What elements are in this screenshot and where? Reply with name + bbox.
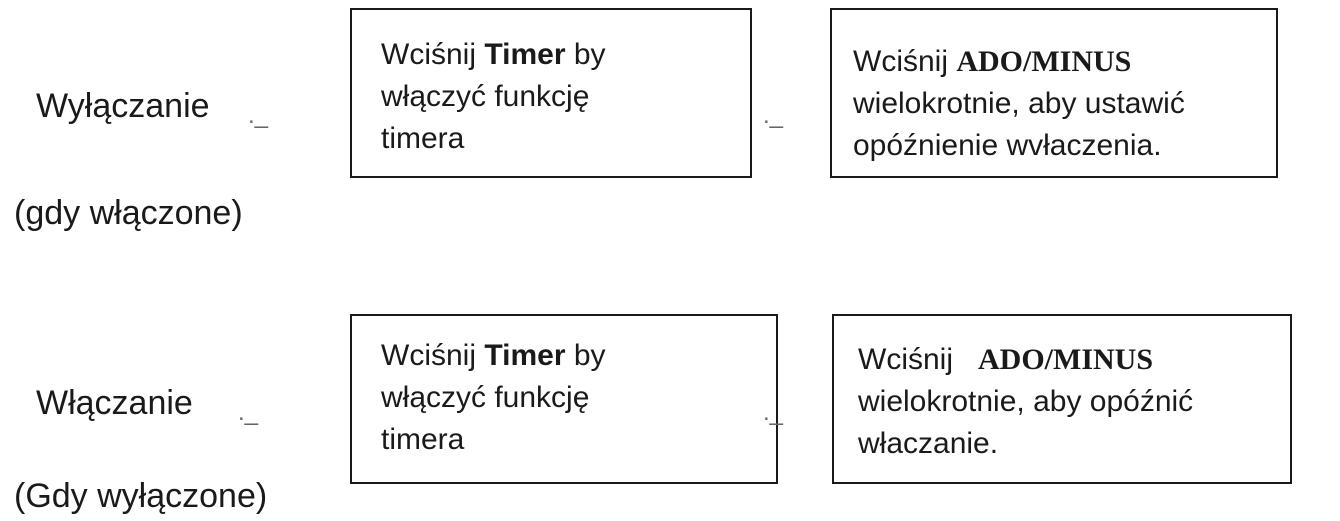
row-2-connector-1: ._ <box>238 399 259 426</box>
step-1-line-3: timera <box>381 423 465 456</box>
step-1-line-2: włączyć funkcję <box>381 381 590 414</box>
row-2-step-1-box: Wciśnij Timer by włączyć funkcję timera <box>350 314 778 484</box>
row-2-step-2-box: Wciśnij ADO/MINUS wielokrotnie, aby opóź… <box>832 314 1292 484</box>
ado-minus-key: ADO/MINUS <box>978 343 1154 376</box>
step-1-line-1: Wciśnij Timer by <box>381 38 606 71</box>
row-1-connector-2: ._ <box>763 102 784 129</box>
row-1-step-2-box: Wciśnij ADO/MINUS wielokrotnie, aby usta… <box>830 8 1278 178</box>
timer-key: Timer <box>484 339 566 372</box>
step-2-line-1: Wciśnij ADO/MINUS <box>858 343 1154 376</box>
row-2-label: Włączanie <box>36 384 193 422</box>
step-2-line-3: właczanie. <box>858 427 999 460</box>
row-2-connector-2: ._ <box>763 399 784 426</box>
row-1-label: Wyłączanie <box>36 87 210 125</box>
step-2-line-2: wielokrotnie, aby ustawić <box>853 87 1185 120</box>
row-1-sublabel: (gdy włączone) <box>14 194 243 232</box>
step-1-line-3: timera <box>381 122 465 155</box>
timer-key: Timer <box>484 38 566 71</box>
step-2-line-1: Wciśnij ADO/MINUS <box>853 45 1132 78</box>
step-2-line-3: opóźnienie wvłaczenia. <box>853 129 1162 162</box>
step-1-line-1: Wciśnij Timer by <box>381 339 606 372</box>
row-1-connector-1: ._ <box>248 102 269 129</box>
row-1-step-1-box: Wciśnij Timer by włączyć funkcję timera <box>350 8 752 178</box>
ado-minus-key: ADO/MINUS <box>956 45 1132 78</box>
step-2-line-2: wielokrotnie, aby opóźnić <box>858 385 1194 418</box>
row-2-sublabel: (Gdy wyłączone) <box>14 477 268 515</box>
step-1-line-2: włączyć funkcję <box>381 80 590 113</box>
